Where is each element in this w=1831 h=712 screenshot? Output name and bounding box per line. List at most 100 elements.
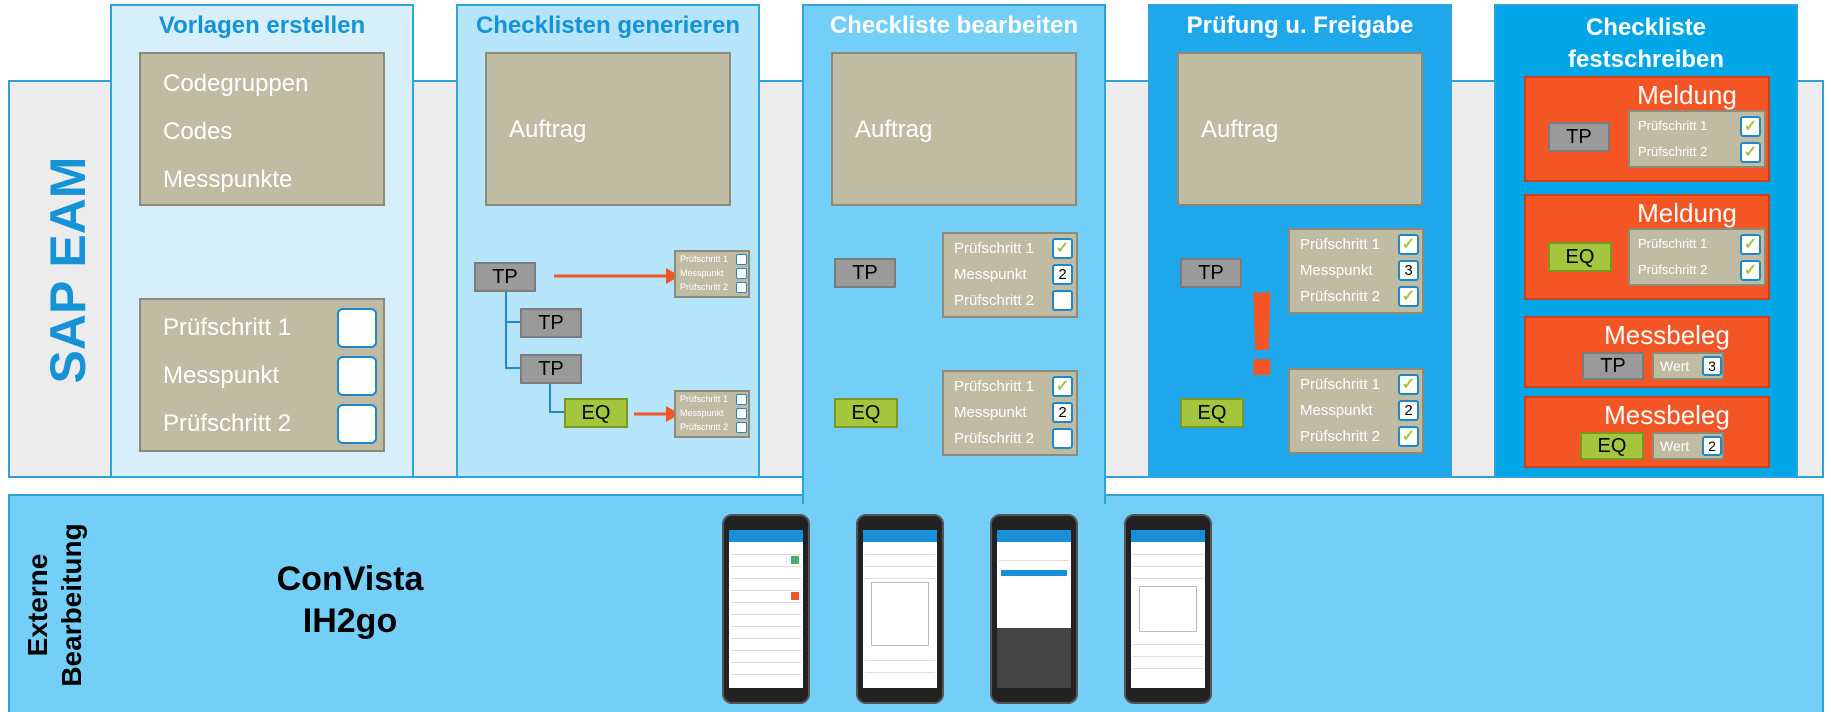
- tp-node: TP: [1180, 258, 1242, 288]
- tp-node: TP: [1548, 122, 1610, 152]
- step-label: Prüfschritt 2: [954, 292, 1035, 309]
- phone-screenshot-checklist: [722, 514, 810, 704]
- checklist-item-label: Prüfschritt 1: [163, 314, 292, 341]
- panel-checklisten-generieren: Checklisten generieren Auftrag TP TP TP …: [456, 4, 760, 478]
- step-label: Prüfschritt 2: [1300, 428, 1381, 445]
- checkbox-checked: ✓: [1052, 376, 1073, 397]
- eq-node: EQ: [1580, 432, 1644, 460]
- step-label: Prüfschritt 2: [954, 430, 1035, 447]
- auftrag-box: Auftrag: [485, 52, 731, 206]
- checkbox-empty: [736, 408, 747, 419]
- messbeleg-tp: Messbeleg TP Wert 3: [1524, 316, 1770, 388]
- measure-value: 2: [1398, 400, 1419, 421]
- checklist-tp: Prüfschritt 1 Messpunkt Prüfschritt 2 ✓ …: [1288, 228, 1424, 314]
- checkbox-checked: ✓: [1398, 286, 1419, 307]
- step-label: Prüfschritt 2: [1300, 288, 1381, 305]
- checkbox-empty: [1052, 290, 1073, 311]
- measure-value: 2: [1052, 264, 1073, 285]
- checkbox-empty: [736, 422, 747, 433]
- checkbox-checked: ✓: [1398, 234, 1419, 255]
- meldung-eq: Meldung EQ Prüfschritt 1 Prüfschritt 2 ✓…: [1524, 194, 1770, 300]
- mini-item: Prüfschritt 1: [680, 394, 729, 404]
- phone-screenshot-message: [1124, 514, 1212, 704]
- tp-node: TP: [520, 308, 582, 338]
- measure-label: Messpunkt: [954, 404, 1027, 421]
- auftrag-label: Auftrag: [855, 116, 933, 143]
- wert-label: Wert: [1660, 438, 1690, 454]
- eq-node: EQ: [1180, 398, 1244, 428]
- meldung-label: Meldung: [1637, 80, 1737, 110]
- checkbox-checked: ✓: [1052, 238, 1073, 259]
- panel-vorlagen-erstellen: Vorlagen erstellen Codegruppen Codes Mes…: [110, 4, 414, 478]
- panel-checkliste-festschreiben: Checkliste festschreiben Meldung TP Prüf…: [1494, 4, 1798, 478]
- step-label: Prüfschritt 2: [1638, 262, 1708, 277]
- mini-item: Messpunkt: [680, 268, 724, 278]
- auftrag-label: Auftrag: [1201, 116, 1279, 143]
- panel-checkliste-bearbeiten: Checkliste bearbeiten Auftrag TP EQ Prüf…: [802, 4, 1106, 504]
- checkbox-empty: [1052, 428, 1073, 449]
- tp-node: TP: [520, 354, 582, 384]
- generated-checklist: Prüfschritt 1 Messpunkt Prüfschritt 2: [674, 250, 750, 298]
- wert-box: Wert 2: [1652, 432, 1724, 460]
- step-label: Prüfschritt 1: [1300, 236, 1381, 253]
- messbeleg-label: Messbeleg: [1604, 320, 1730, 350]
- template-item: Codegruppen: [163, 70, 309, 97]
- panel-title: Vorlagen erstellen: [158, 12, 366, 39]
- mini-item: Prüfschritt 1: [680, 254, 729, 264]
- tree-connectors: [505, 268, 680, 422]
- meldung-steps: Prüfschritt 1 Prüfschritt 2 ✓ ✓: [1628, 110, 1766, 168]
- tp-node: TP: [834, 258, 896, 288]
- wert-value: 2: [1702, 436, 1722, 456]
- checkbox-empty: [736, 268, 747, 279]
- checkbox-empty: [337, 404, 377, 444]
- checkbox-checked: ✓: [1740, 260, 1761, 281]
- generated-checklist: Prüfschritt 1 Messpunkt Prüfschritt 2: [674, 390, 750, 438]
- checklist-eq: Prüfschritt 1 Messpunkt Prüfschritt 2 ✓ …: [1288, 368, 1424, 454]
- phone-screenshot-dialog: [856, 514, 944, 704]
- meldung-label: Meldung: [1637, 198, 1737, 228]
- panel-pruefung-freigabe: Prüfung u. Freigabe Auftrag TP EQ ! Prüf…: [1148, 4, 1452, 478]
- wert-value: 3: [1702, 356, 1722, 376]
- tp-node: TP: [474, 262, 536, 292]
- mini-item: Prüfschritt 2: [680, 282, 729, 292]
- sap-eam-label: SAP EAM: [40, 156, 96, 384]
- template-item: Messpunkte: [163, 166, 293, 193]
- auftrag-box: Auftrag: [831, 52, 1077, 206]
- meldung-tp: Meldung TP Prüfschritt 1 Prüfschritt 2 ✓…: [1524, 76, 1770, 182]
- step-label: Prüfschritt 1: [1300, 376, 1381, 393]
- convista-ih2go-label: ConVista IH2go: [276, 560, 424, 640]
- measure-label: Messpunkt: [1300, 402, 1373, 419]
- checkbox-checked: ✓: [1740, 142, 1761, 163]
- template-item: Codes: [163, 118, 233, 145]
- checklist-item-label: Prüfschritt 2: [163, 410, 292, 437]
- checkbox-empty: [337, 308, 377, 348]
- eq-node: EQ: [1548, 242, 1612, 272]
- checkbox-checked: ✓: [1740, 116, 1761, 137]
- wert-label: Wert: [1660, 358, 1690, 374]
- phone-screenshot-keypad: [990, 514, 1078, 704]
- wert-box: Wert 3: [1652, 352, 1724, 380]
- step-label: Prüfschritt 1: [954, 378, 1035, 395]
- mini-item: Prüfschritt 2: [680, 422, 729, 432]
- checkbox-empty: [736, 254, 747, 265]
- eq-node: EQ: [834, 398, 898, 428]
- checkbox-checked: ✓: [1740, 234, 1761, 255]
- panel-title: Checkliste bearbeiten: [829, 12, 1079, 39]
- panel-title: Checkliste festschreiben: [1567, 14, 1725, 73]
- panel-title: Checklisten generieren: [475, 12, 741, 39]
- checkbox-checked: ✓: [1398, 426, 1419, 447]
- mini-item: Messpunkt: [680, 408, 724, 418]
- measure-value: 3: [1398, 260, 1419, 281]
- template-box: Codegruppen Codes Messpunkte: [139, 52, 385, 206]
- messbeleg-label: Messbeleg: [1604, 400, 1730, 430]
- measure-label: Messpunkt: [1300, 262, 1373, 279]
- checklist-tp: Prüfschritt 1 Messpunkt Prüfschritt 2 ✓ …: [942, 232, 1078, 318]
- step-label: Prüfschritt 2: [1638, 144, 1708, 159]
- checkbox-empty: [736, 394, 747, 405]
- auftrag-label: Auftrag: [509, 116, 587, 143]
- checkbox-checked: ✓: [1398, 374, 1419, 395]
- step-label: Prüfschritt 1: [1638, 236, 1708, 251]
- messbeleg-eq: Messbeleg EQ Wert 2: [1524, 396, 1770, 468]
- checklist-eq: Prüfschritt 1 Messpunkt Prüfschritt 2 ✓ …: [942, 370, 1078, 456]
- measure-value: 2: [1052, 402, 1073, 423]
